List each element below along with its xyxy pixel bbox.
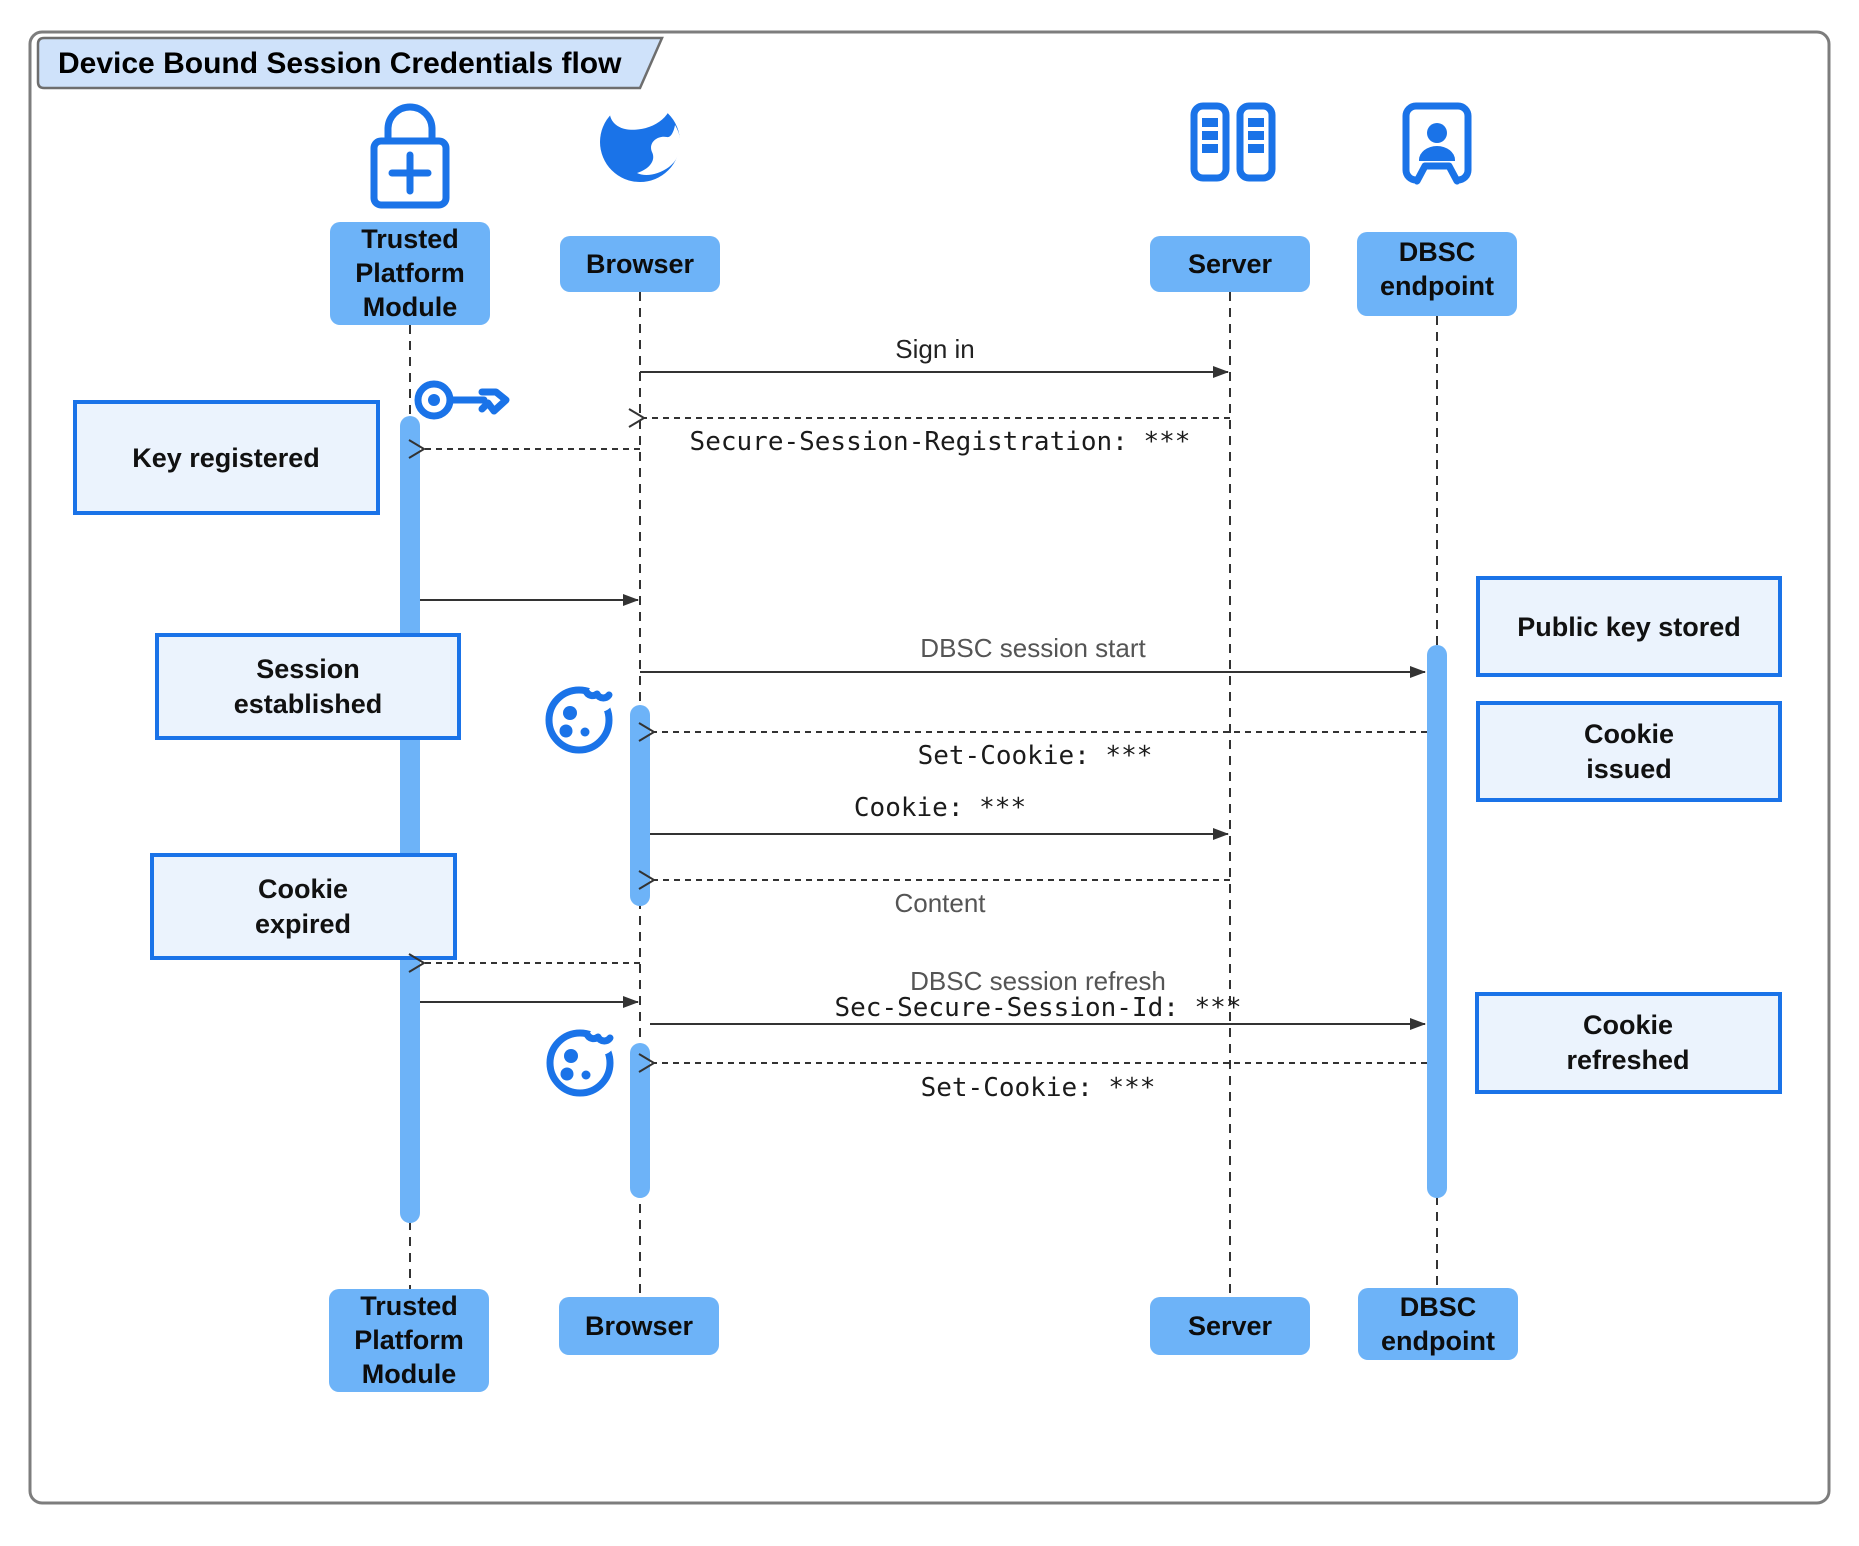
note-public-key-stored: Public key stored [1476, 576, 1782, 677]
actor-label: Platform [354, 1325, 464, 1355]
actor-label: endpoint [1381, 1326, 1495, 1356]
activation-tpm [400, 416, 420, 1223]
actor-top-tpm: Trusted Platform Module [330, 222, 490, 325]
activation-browser-1 [630, 705, 650, 906]
svg-text:established: established [234, 689, 383, 719]
message-label-dbsc-session-start: DBSC session start [920, 633, 1146, 663]
message-label-sign-in: Sign in [895, 334, 975, 364]
actor-label: Platform [355, 258, 465, 288]
note-session-established: Session established [155, 633, 461, 740]
note-cookie-issued: Cookie issued [1476, 701, 1782, 802]
actor-bottom-browser: Browser [559, 1297, 719, 1355]
lock-plus-icon [370, 103, 450, 209]
globe-icon [600, 98, 681, 182]
message-label-set-cookie-1: Set-Cookie: *** [918, 741, 1153, 771]
message-label-secure-session-registration: Secure-Session-Registration: *** [690, 427, 1191, 457]
server-rack-icon [1190, 102, 1276, 182]
cookie-icon [546, 1027, 615, 1097]
actor-bottom-dbsc: DBSC endpoint [1358, 1288, 1518, 1360]
key-icon [414, 380, 510, 420]
cookie-icon [545, 684, 614, 754]
svg-text:Cookie: Cookie [258, 874, 348, 904]
actor-label: DBSC [1399, 237, 1476, 267]
badge-person-icon [1402, 102, 1472, 185]
actor-label: Server [1188, 249, 1273, 279]
note-cookie-refreshed: Cookie refreshed [1475, 992, 1782, 1094]
actor-bottom-server: Server [1150, 1297, 1310, 1355]
svg-text:refreshed: refreshed [1566, 1045, 1689, 1075]
svg-text:Session: Session [256, 654, 360, 684]
page-title: Device Bound Session Credentials flow [58, 47, 622, 80]
svg-text:Cookie: Cookie [1583, 1010, 1673, 1040]
message-label-cookie: Cookie: *** [854, 793, 1026, 823]
actor-top-dbsc: DBSC endpoint [1357, 232, 1517, 316]
actor-label: Module [362, 1359, 457, 1389]
title-tab [36, 36, 664, 90]
message-label-dbsc-session-refresh: DBSC session refresh [910, 966, 1166, 996]
actor-top-browser: Browser [560, 236, 720, 292]
svg-text:Key registered: Key registered [132, 443, 320, 473]
message-label-set-cookie-2: Set-Cookie: *** [921, 1073, 1156, 1103]
svg-text:expired: expired [255, 909, 351, 939]
actor-bottom-tpm: Trusted Platform Module [329, 1289, 489, 1392]
svg-text:Public key stored: Public key stored [1517, 612, 1741, 642]
actor-label: Server [1188, 1311, 1273, 1341]
actor-top-server: Server [1150, 236, 1310, 292]
actor-label: Module [363, 292, 458, 322]
actor-label: Browser [586, 249, 695, 279]
actor-label: DBSC [1400, 1292, 1477, 1322]
message-label-sec-secure-session-id: Sec-Secure-Session-Id: *** [835, 993, 1242, 1023]
svg-text:Cookie: Cookie [1584, 719, 1674, 749]
actor-label: Trusted [360, 1291, 458, 1321]
actor-label: Browser [585, 1311, 694, 1341]
svg-text:issued: issued [1586, 754, 1672, 784]
activation-dbsc [1427, 645, 1447, 1198]
actor-label: Trusted [361, 224, 459, 254]
actor-label: endpoint [1380, 271, 1494, 301]
note-cookie-expired: Cookie expired [150, 853, 457, 960]
note-key-registered: Key registered [73, 400, 380, 515]
activation-browser-2 [630, 1043, 650, 1198]
message-label-content: Content [894, 888, 986, 918]
